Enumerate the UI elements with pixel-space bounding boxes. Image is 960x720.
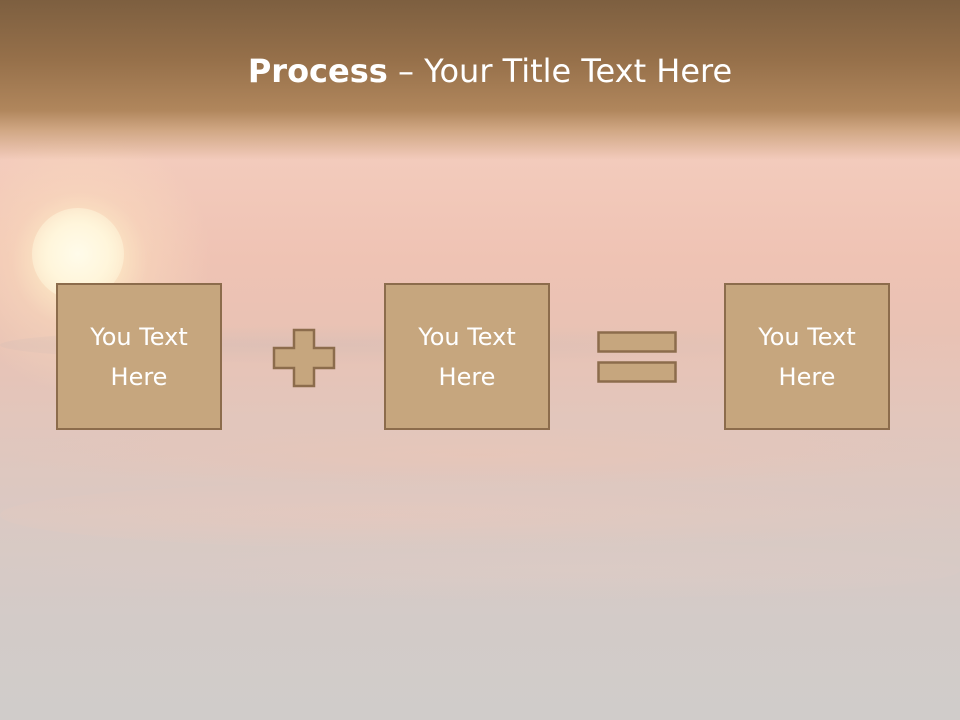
cloud-band <box>0 420 960 490</box>
title-bold: Process <box>247 52 388 90</box>
title-bar <box>0 0 960 160</box>
process-box-2[interactable]: You Text Here <box>384 283 550 430</box>
cloud-band <box>0 540 960 600</box>
slide-title[interactable]: Process – Your Title Text Here <box>0 52 960 90</box>
plus-icon <box>272 328 336 388</box>
process-box-3[interactable]: You Text Here <box>724 283 890 430</box>
equals-icon <box>597 331 677 383</box>
cloud-band <box>0 480 960 550</box>
process-box-1[interactable]: You Text Here <box>56 283 222 430</box>
title-rest: – Your Title Text Here <box>387 52 733 90</box>
